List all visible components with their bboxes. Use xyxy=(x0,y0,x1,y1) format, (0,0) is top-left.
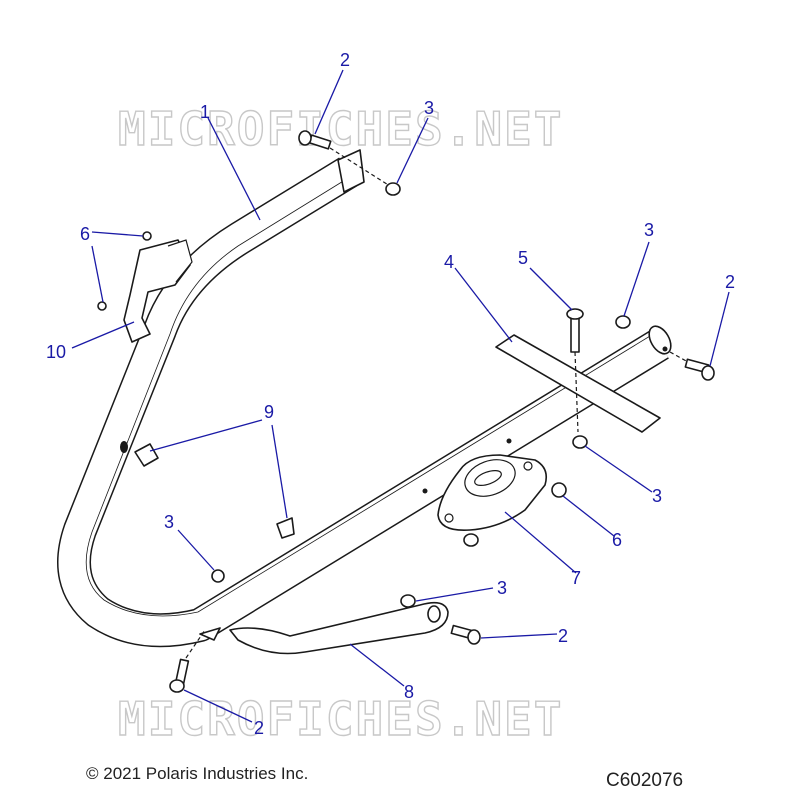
hitch-plate xyxy=(437,454,548,547)
leader-3-center xyxy=(584,445,653,493)
bolt-2-top-axis xyxy=(329,147,391,187)
tube-highlight xyxy=(85,179,656,617)
watermark-top: MICROFICHES.NET xyxy=(118,102,563,156)
nut-3-top xyxy=(385,182,401,196)
bolt-2-right-axis xyxy=(669,351,689,363)
bolt-5 xyxy=(566,308,584,433)
callout-labels: 1 2 3 6 10 4 5 3 2 9 3 6 3 7 3 2 8 2 xyxy=(46,50,735,738)
leader-9-left xyxy=(149,419,263,452)
leader-3-top xyxy=(396,117,429,184)
hitch-slot xyxy=(474,470,502,486)
leader-6-upper xyxy=(91,231,144,237)
tube-inner xyxy=(58,158,669,646)
leader-lines xyxy=(71,69,730,723)
callout-2-right: 2 xyxy=(725,272,735,292)
callout-6-right: 6 xyxy=(612,530,622,550)
rivet-6-upper xyxy=(142,231,152,241)
hitch-stud xyxy=(463,533,479,547)
callout-2-top: 2 xyxy=(340,50,350,70)
bolt-2-brace-head xyxy=(467,629,481,645)
callout-3-brace: 3 xyxy=(497,578,507,598)
leader-2-top xyxy=(314,69,344,135)
right-end-hole xyxy=(662,346,668,352)
callout-10: 10 xyxy=(46,342,66,362)
side-bracket-flange xyxy=(167,239,193,283)
leader-3-brace xyxy=(415,587,494,602)
tube-hole-1 xyxy=(422,488,428,494)
strap xyxy=(495,334,661,433)
drawing-number: C602076 xyxy=(606,770,684,791)
push-pin-9-center xyxy=(276,517,295,539)
leader-6-right xyxy=(562,495,615,537)
leader-3-right xyxy=(623,241,650,317)
bolt-2-top-head xyxy=(298,130,312,146)
bolt-2-right-head xyxy=(701,365,715,381)
bolt-5-head xyxy=(566,308,584,320)
bolt-2-bottom xyxy=(169,629,206,693)
lower-brace xyxy=(229,601,449,655)
callout-5: 5 xyxy=(518,248,528,268)
bolt-2-bottom-head xyxy=(169,679,185,693)
copyright-text: © 2021 Polaris Industries Inc. xyxy=(86,764,309,783)
leader-1 xyxy=(207,117,261,221)
leader-5 xyxy=(529,267,573,311)
main-tube-assembly xyxy=(57,149,672,648)
callout-8: 8 xyxy=(404,682,414,702)
callout-9: 9 xyxy=(264,402,274,422)
bolt-2-brace xyxy=(450,624,481,645)
rivet-6-lower xyxy=(97,301,107,311)
hitch-hole-right xyxy=(523,461,533,471)
leader-4 xyxy=(454,267,513,343)
nut-3-left xyxy=(211,569,225,583)
upper-end-bracket xyxy=(337,149,365,193)
bolt-2-bottom-axis xyxy=(185,629,206,659)
bolt-5-shank xyxy=(570,317,580,353)
callout-1: 1 xyxy=(200,102,210,122)
callout-3-top: 3 xyxy=(424,98,434,118)
callout-2-brace: 2 xyxy=(558,626,568,646)
callout-3-left: 3 xyxy=(164,512,174,532)
callout-7: 7 xyxy=(571,568,581,588)
leader-6-lower xyxy=(91,245,104,303)
callout-4: 4 xyxy=(444,252,454,272)
leader-10 xyxy=(71,321,135,349)
washer-6-right xyxy=(551,482,567,498)
leader-3-left xyxy=(177,529,215,571)
leader-8 xyxy=(349,643,405,687)
leader-2-bottom xyxy=(183,689,253,723)
nut-3-right xyxy=(615,315,631,329)
callout-3-center: 3 xyxy=(652,486,662,506)
brace-end-hole xyxy=(427,605,441,623)
callout-3-right: 3 xyxy=(644,220,654,240)
bolt-2-top xyxy=(298,130,391,187)
tube-hole-2 xyxy=(506,438,512,444)
bolt-2-right xyxy=(669,351,715,381)
watermark-bottom: MICROFICHES.NET xyxy=(118,692,563,746)
nut-3-center xyxy=(572,435,588,449)
hitch-hole-left xyxy=(444,513,454,523)
nut-3-brace xyxy=(400,594,416,608)
tube-hole-left xyxy=(120,441,128,453)
leader-2-brace xyxy=(480,633,558,639)
callout-2-bottom: 2 xyxy=(254,718,264,738)
lower-tab xyxy=(199,627,221,641)
leader-2-right xyxy=(709,291,730,367)
leader-7 xyxy=(504,511,577,574)
callout-6-left: 6 xyxy=(80,224,90,244)
leader-9-center xyxy=(271,424,288,519)
push-pin-9-left xyxy=(134,443,159,467)
push-pins-9 xyxy=(134,443,295,539)
bolt-5-axis xyxy=(574,351,579,433)
